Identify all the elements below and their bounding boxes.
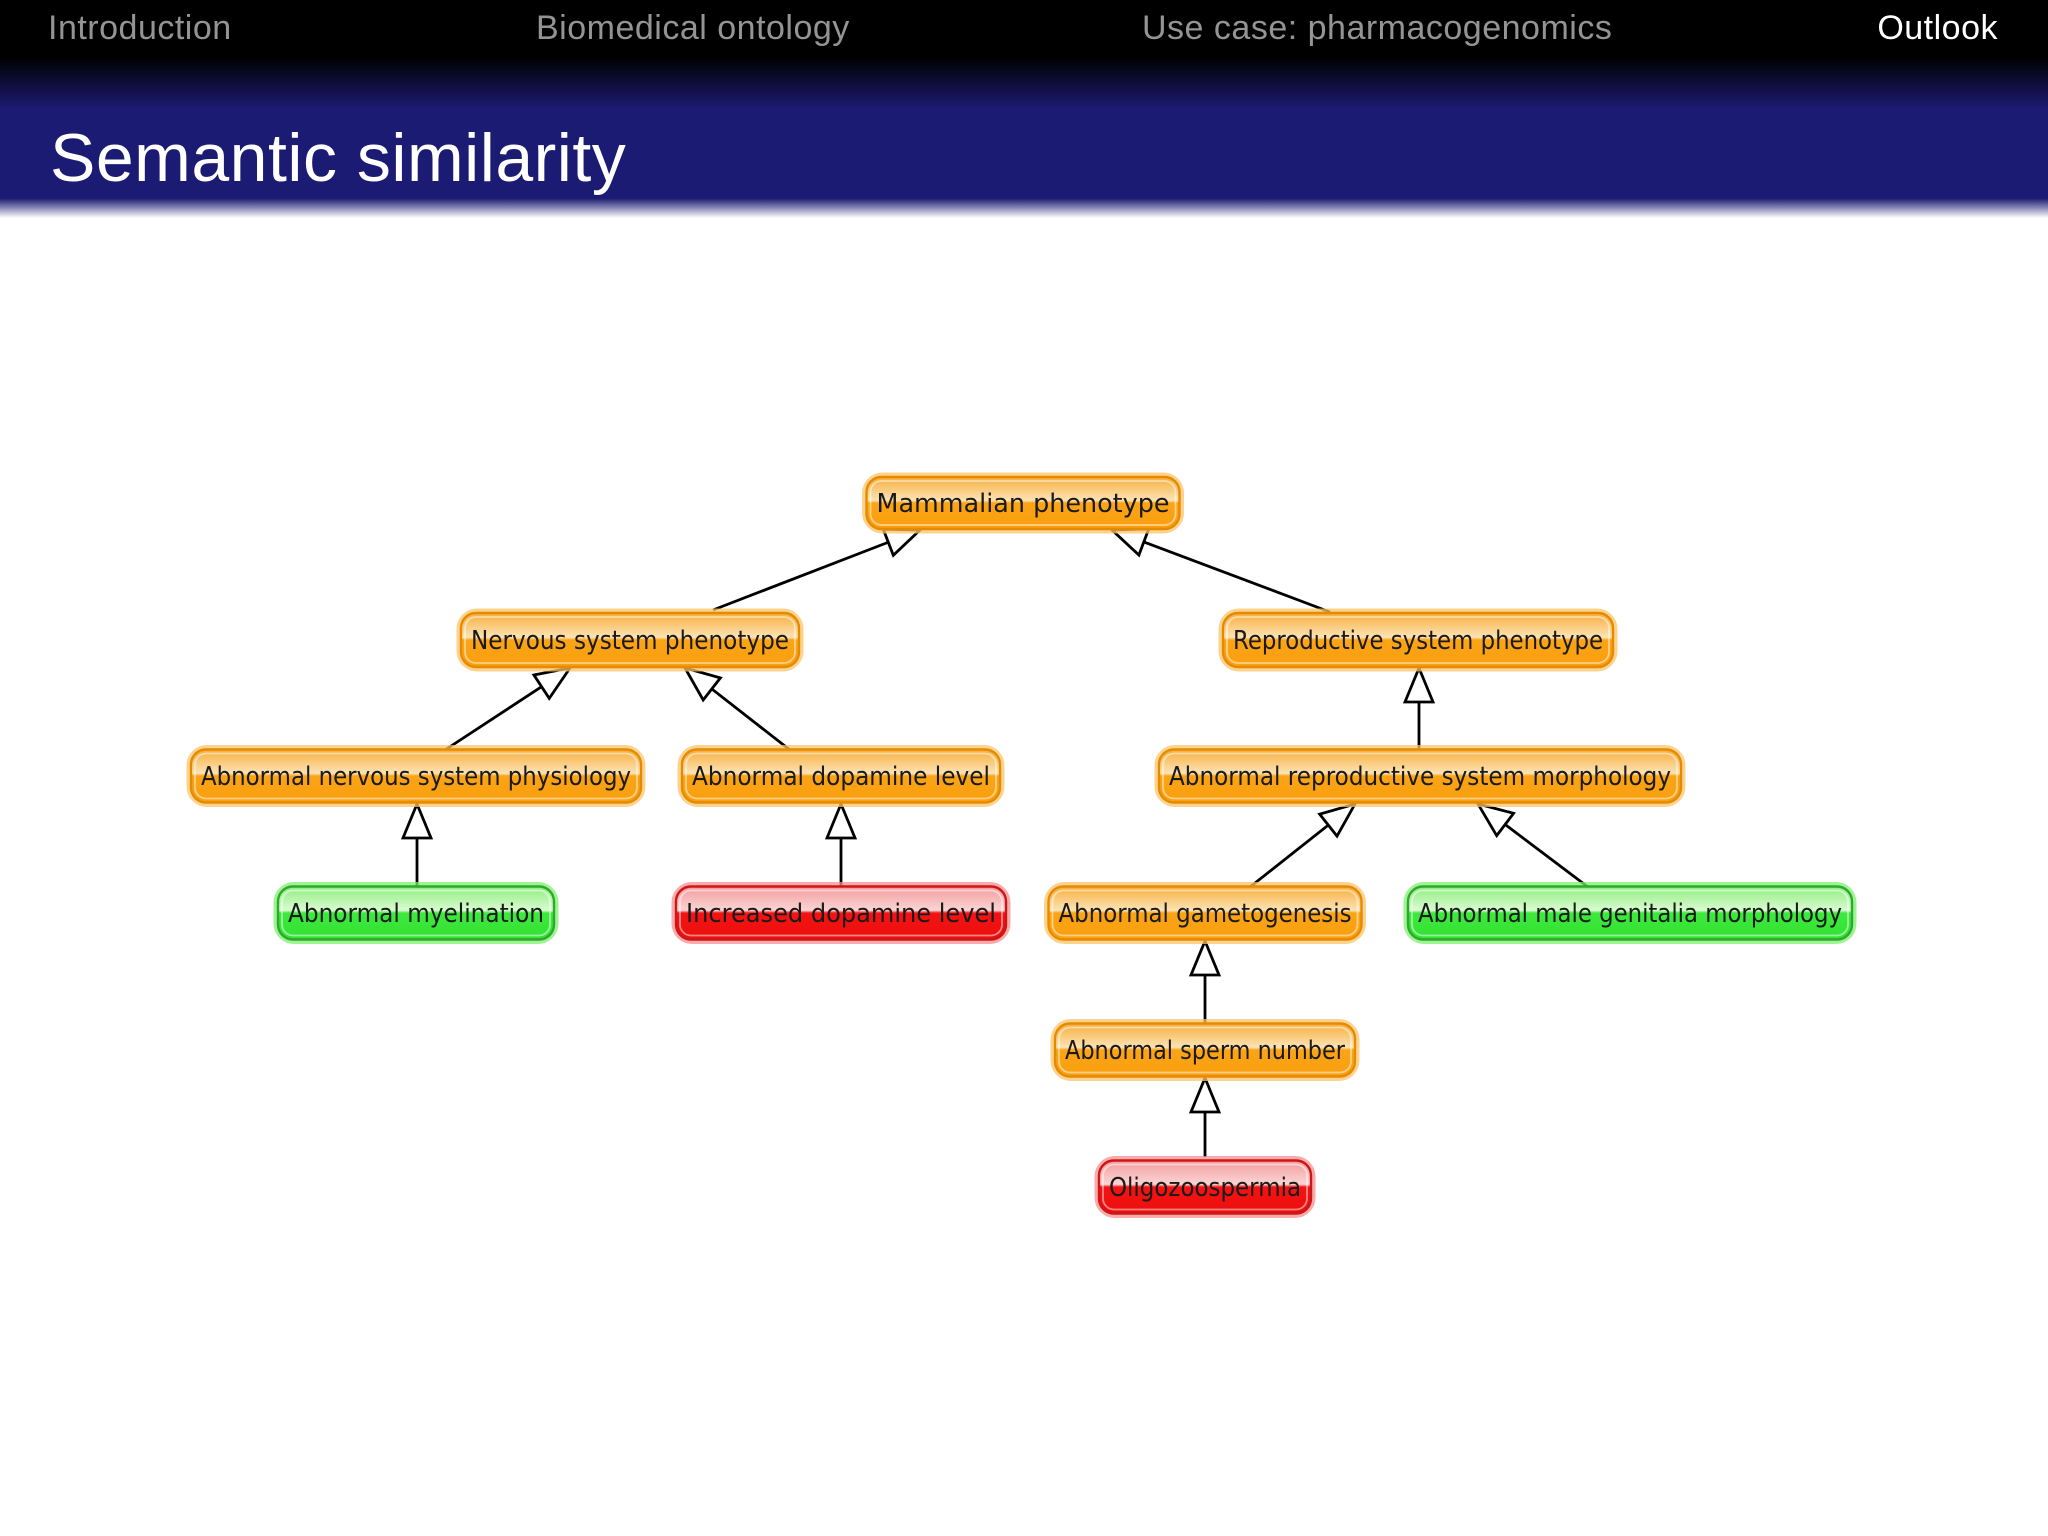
node-nervous-system-phenotype: Nervous system phenotype	[456, 608, 804, 672]
node-abnormal-myelination: Abnormal myelination	[273, 882, 559, 944]
node-label: Reproductive system phenotype	[1233, 626, 1603, 656]
edge-increased-dopamine-level-to-abnormal-dopamine-level	[824, 800, 858, 886]
edge-layer	[400, 527, 1589, 1157]
edge-abnormal-gametogenesis-to-abnormal-reproductive-system-morphology	[1249, 801, 1358, 889]
node-label: Abnormal sperm number	[1065, 1036, 1345, 1066]
node-reproductive-system-phenotype: Reproductive system phenotype	[1218, 608, 1618, 672]
edge-abnormal-myelination-to-abnormal-nervous-system-physiology	[400, 800, 434, 886]
node-mammalian-phenotype: Mammalian phenotype	[862, 472, 1184, 534]
node-label: Abnormal myelination	[288, 899, 544, 929]
edge-nervous-system-phenotype-to-mammalian-phenotype	[712, 527, 924, 612]
edge-abnormal-dopamine-level-to-nervous-system-phenotype	[682, 665, 791, 752]
node-abnormal-dopamine-level: Abnormal dopamine level	[677, 745, 1005, 807]
node-abnormal-male-genitalia-morphology: Abnormal male genitalia morphology	[1403, 882, 1857, 944]
edge-oligozoospermia-to-abnormal-sperm-number	[1188, 1074, 1222, 1157]
node-label: Abnormal gametogenesis	[1059, 899, 1352, 929]
node-label: Abnormal dopamine level	[692, 762, 990, 792]
node-abnormal-sperm-number: Abnormal sperm number	[1050, 1019, 1360, 1081]
node-oligozoospermia: Oligozoospermia	[1094, 1156, 1316, 1218]
node-label: Nervous system phenotype	[471, 626, 789, 656]
node-label: Increased dopamine level	[686, 899, 996, 929]
nav-item-biomedical-ontology[interactable]: Biomedical ontology	[536, 9, 850, 47]
edge-abnormal-reproductive-system-morphology-to-reproductive-system-phenotype	[1402, 664, 1436, 749]
nav-item-outlook[interactable]: Outlook	[1877, 9, 1998, 47]
nav-item-use-case-pharmacogenomics[interactable]: Use case: pharmacogenomics	[1142, 9, 1613, 47]
nav-item-introduction[interactable]: Introduction	[48, 9, 232, 47]
node-label: Abnormal reproductive system morphology	[1169, 762, 1671, 792]
edge-abnormal-male-genitalia-morphology-to-abnormal-reproductive-system-morphology	[1475, 801, 1589, 889]
node-label: Abnormal nervous system physiology	[201, 762, 631, 792]
node-increased-dopamine-level: Increased dopamine level	[671, 882, 1011, 944]
node-label: Abnormal male genitalia morphology	[1418, 899, 1842, 929]
node-abnormal-gametogenesis: Abnormal gametogenesis	[1044, 882, 1366, 944]
edge-reproductive-system-phenotype-to-mammalian-phenotype	[1108, 527, 1331, 614]
node-abnormal-nervous-system-physiology: Abnormal nervous system physiology	[186, 745, 646, 807]
edge-abnormal-sperm-number-to-abnormal-gametogenesis	[1188, 937, 1222, 1023]
node-label: Mammalian phenotype	[877, 489, 1170, 519]
page-title: Semantic similarity	[50, 120, 627, 196]
slide-header: Introduction Biomedical ontology Use case:…	[0, 0, 2048, 218]
edge-abnormal-nervous-system-physiology-to-nervous-system-phenotype	[444, 665, 574, 752]
node-label: Oligozoospermia	[1109, 1173, 1301, 1203]
nav-bar: Introduction Biomedical ontology Use case:…	[0, 0, 2048, 56]
node-abnormal-reproductive-system-morphology: Abnormal reproductive system morphology	[1154, 745, 1686, 807]
